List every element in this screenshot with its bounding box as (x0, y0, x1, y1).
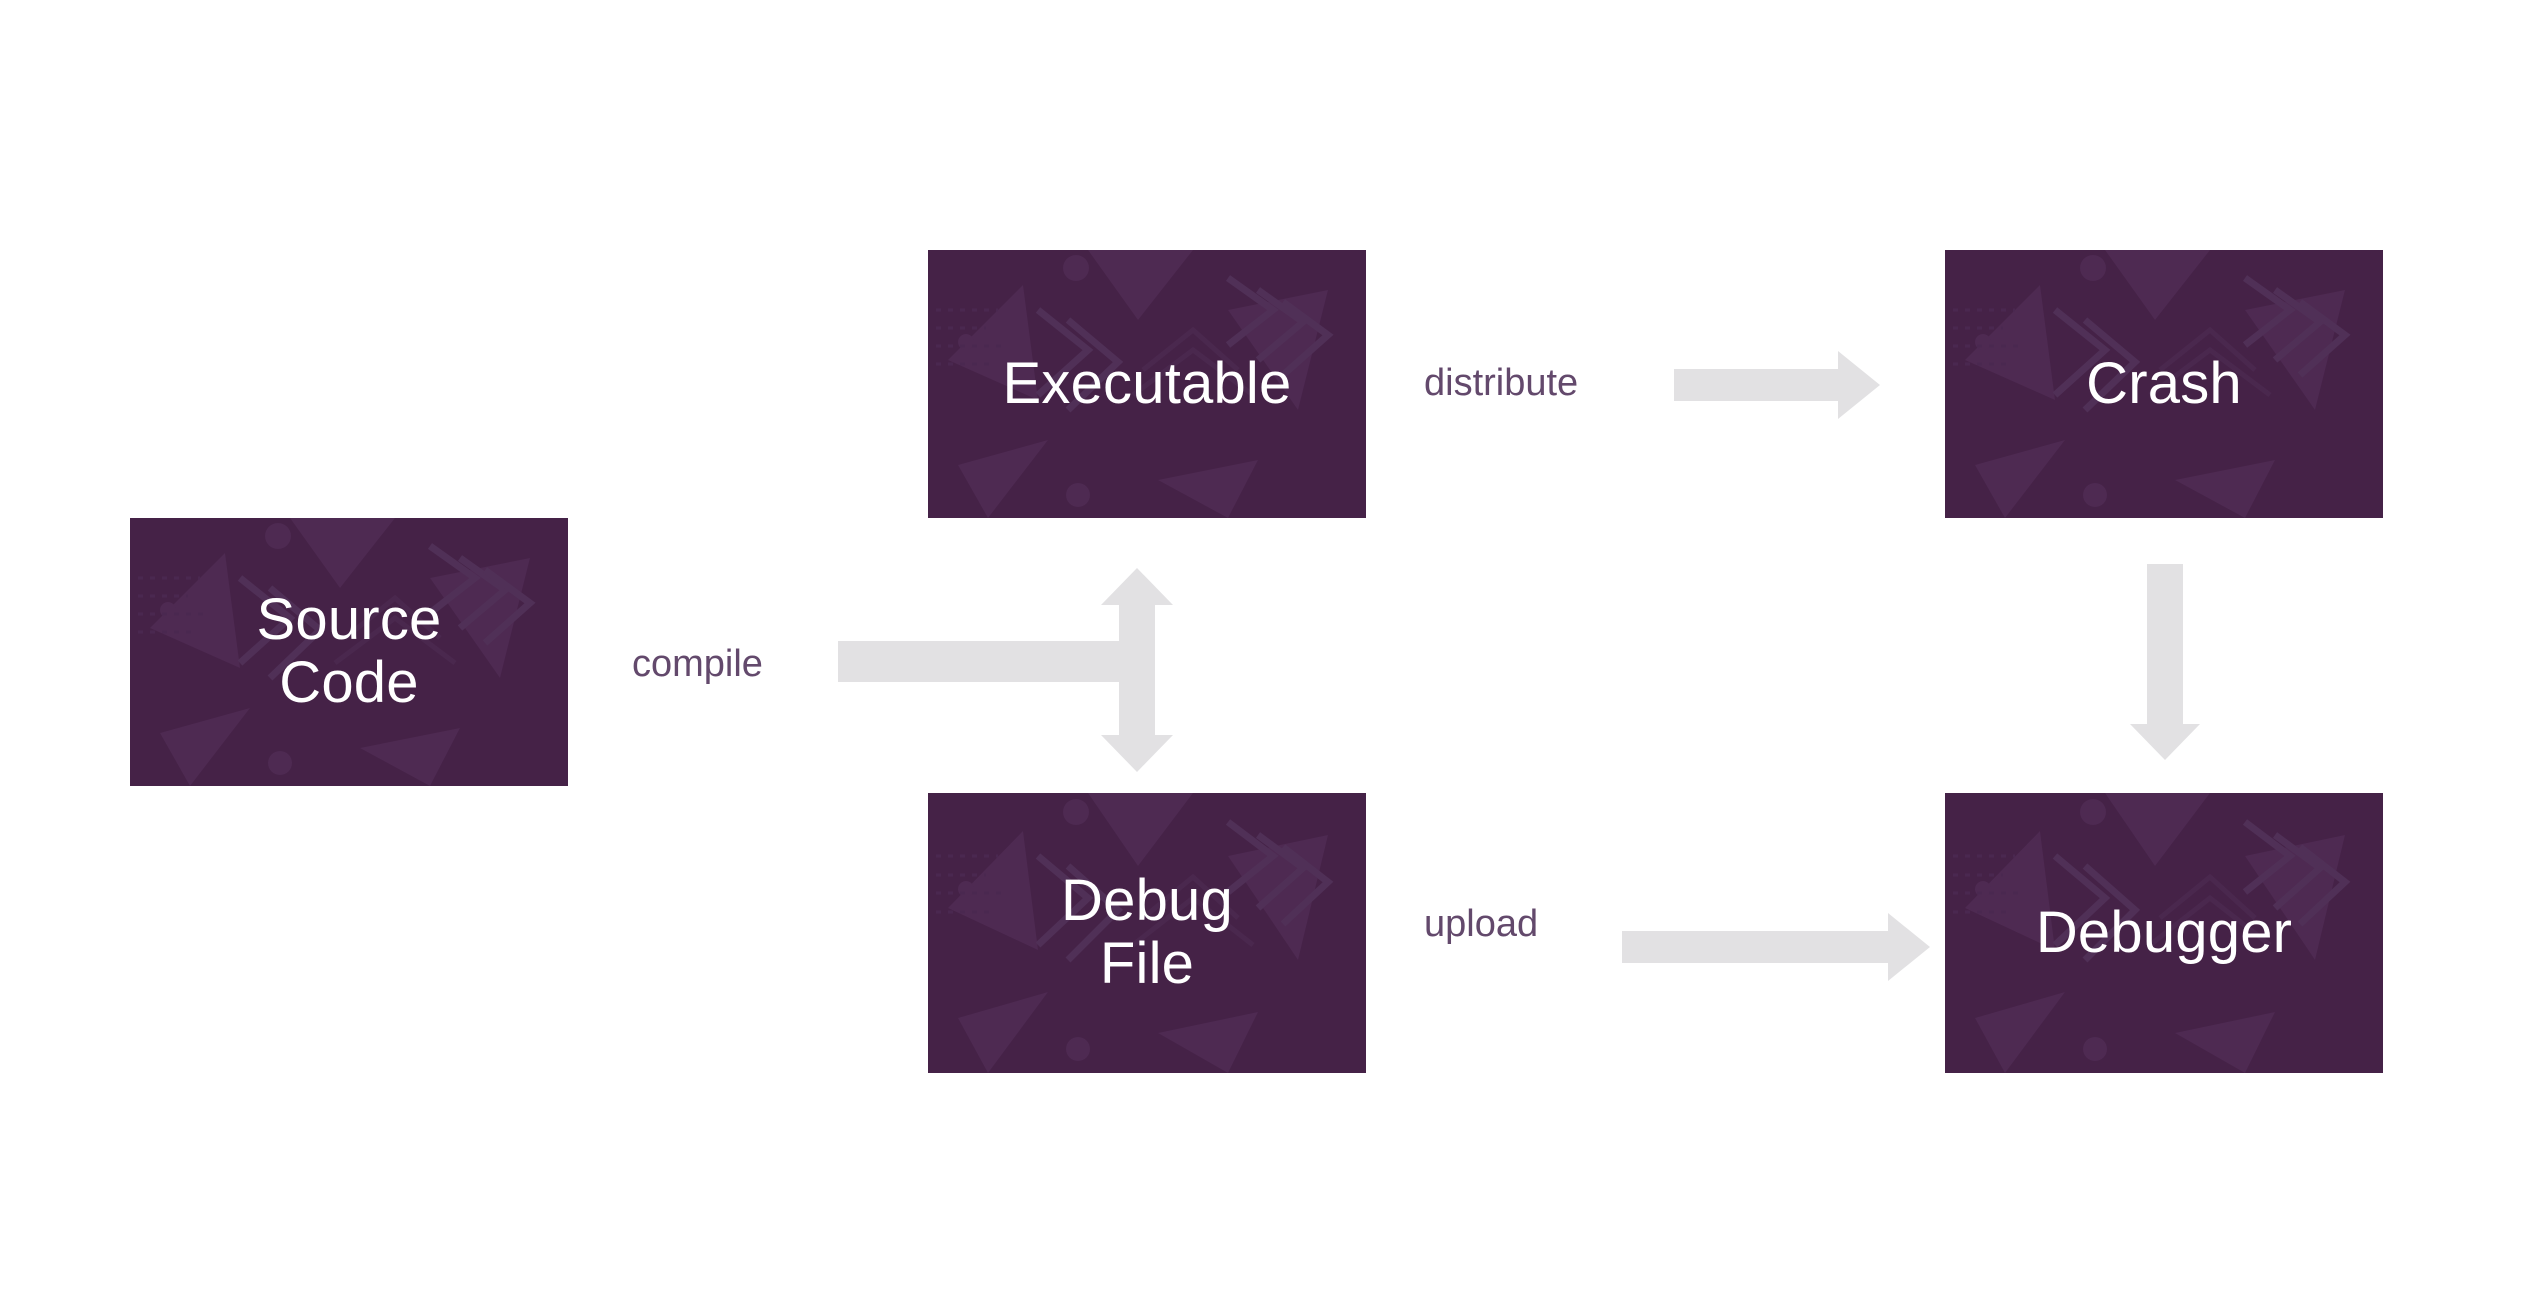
arrow-distribute[interactable] (1674, 351, 1880, 419)
arrow-upload[interactable] (1622, 913, 1930, 981)
node-crash[interactable]: Crash (1945, 250, 2383, 518)
node-debug-file[interactable]: Debug File (928, 793, 1366, 1073)
node-source-code[interactable]: Source Code (130, 518, 568, 786)
node-label-executable: Executable (1002, 350, 1292, 416)
connector-label-compile: compile (632, 643, 763, 685)
connector-label-upload: upload (1424, 903, 1539, 945)
node-label-crash: Crash (2086, 350, 2242, 416)
node-label-source-code: Source Code (256, 587, 442, 715)
node-label-debugger: Debugger (2035, 899, 2293, 965)
arrow-crash-to-debugger[interactable] (2130, 564, 2200, 760)
arrow-compile[interactable] (838, 560, 1198, 780)
connector-label-distribute: distribute (1424, 362, 1579, 404)
node-executable[interactable]: Executable (928, 250, 1366, 518)
node-debugger[interactable]: Debugger (1945, 793, 2383, 1073)
node-label-debug-file: Debug File (1061, 868, 1233, 996)
